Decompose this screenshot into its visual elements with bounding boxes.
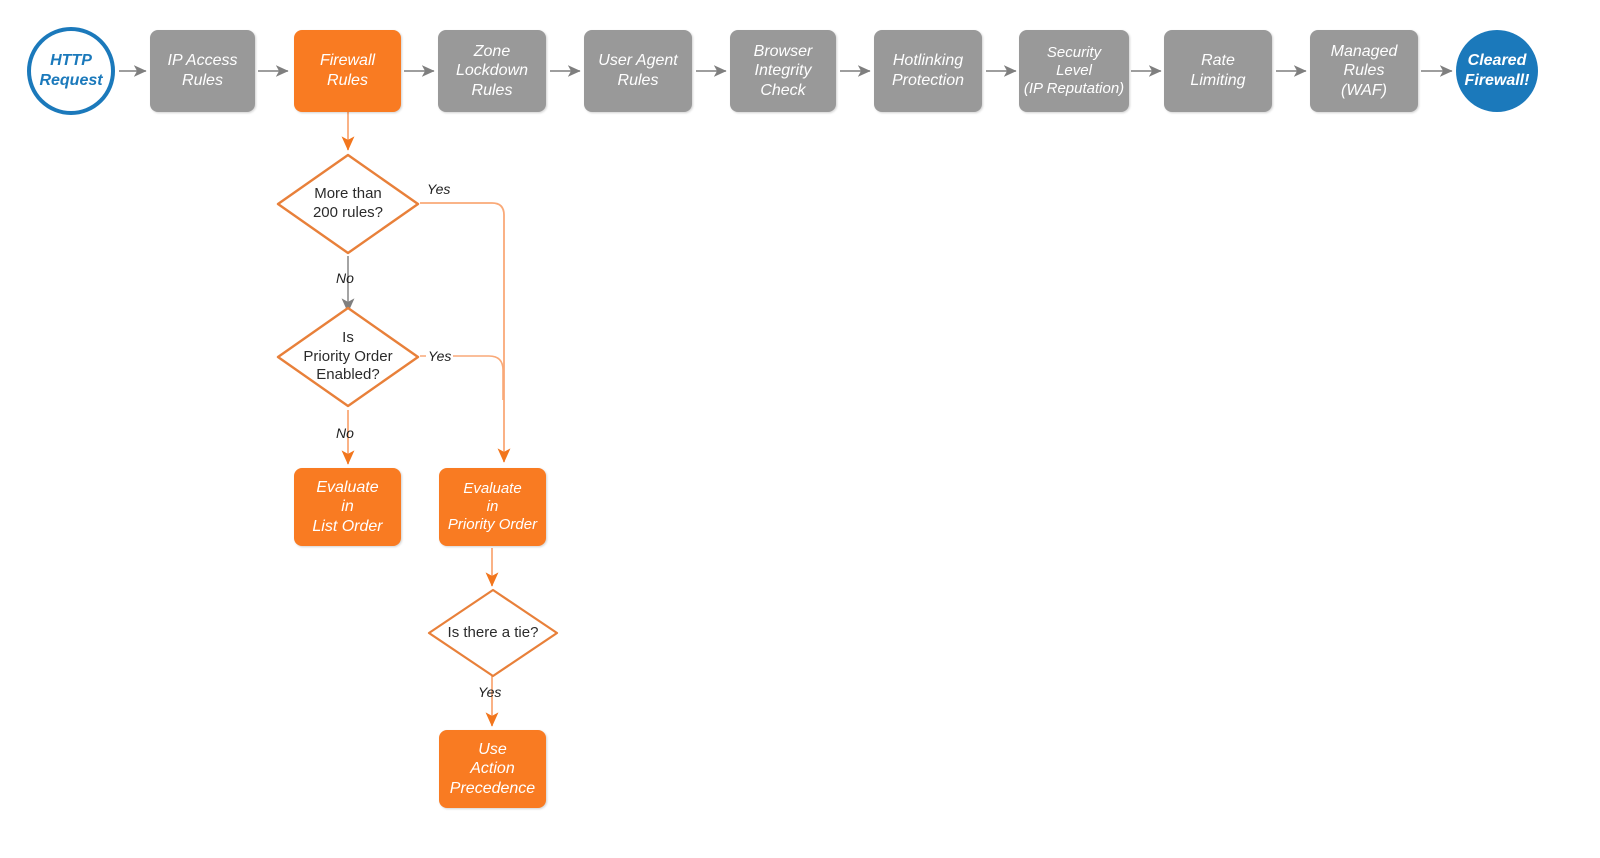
edge-yes-more-than-200 bbox=[420, 202, 511, 463]
node-http-request[interactable]: HTTP Request bbox=[27, 27, 115, 115]
node-label: Evaluate in List Order bbox=[312, 478, 383, 535]
node-use-action-precedence[interactable]: Use Action Precedence bbox=[439, 730, 546, 808]
node-label: Managed Rules (WAF) bbox=[1330, 42, 1398, 99]
node-user-agent-rules[interactable]: User Agent Rules bbox=[584, 30, 692, 112]
decision-more-than-200-rules[interactable]: More than 200 rules? bbox=[276, 153, 420, 255]
edge-label-yes-tie: Yes bbox=[478, 684, 502, 700]
node-label: Security Level (IP Reputation) bbox=[1023, 43, 1125, 98]
node-security-level[interactable]: Security Level (IP Reputation) bbox=[1019, 30, 1129, 112]
node-ip-access-rules[interactable]: IP Access Rules bbox=[150, 30, 255, 112]
node-rate-limiting[interactable]: Rate Limiting bbox=[1164, 30, 1272, 112]
diamond-shape bbox=[276, 306, 420, 408]
node-label: IP Access Rules bbox=[167, 52, 238, 89]
diamond-shape bbox=[276, 153, 420, 255]
node-zone-lockdown-rules[interactable]: Zone Lockdown Rules bbox=[438, 30, 546, 112]
node-browser-integrity-check[interactable]: Browser Integrity Check bbox=[730, 30, 836, 112]
node-evaluate-in-priority-order[interactable]: Evaluate in Priority Order bbox=[439, 468, 546, 546]
node-label: Evaluate in Priority Order bbox=[447, 479, 538, 534]
node-label: Cleared Firewall! bbox=[1464, 52, 1530, 89]
diamond-shape bbox=[427, 588, 559, 678]
edge-label-yes-priority-order: Yes bbox=[426, 348, 454, 364]
decision-is-priority-order-enabled[interactable]: Is Priority Order Enabled? bbox=[276, 306, 420, 408]
node-firewall-rules[interactable]: Firewall Rules bbox=[294, 30, 401, 112]
node-label: Rate Limiting bbox=[1190, 52, 1246, 89]
edge-label-no-more-than-200: No bbox=[336, 270, 354, 286]
node-label: Browser Integrity Check bbox=[753, 42, 813, 99]
node-label: Firewall Rules bbox=[319, 52, 376, 89]
node-label: Hotlinking Protection bbox=[891, 52, 965, 89]
node-label: Use Action Precedence bbox=[449, 740, 536, 797]
edge-label-no-priority-order: No bbox=[336, 425, 354, 441]
node-hotlinking-protection[interactable]: Hotlinking Protection bbox=[874, 30, 982, 112]
node-label: User Agent Rules bbox=[598, 52, 678, 89]
node-managed-rules-waf[interactable]: Managed Rules (WAF) bbox=[1310, 30, 1418, 112]
node-evaluate-in-list-order[interactable]: Evaluate in List Order bbox=[294, 468, 401, 546]
edge-label-yes-more-than-200: Yes bbox=[427, 181, 451, 197]
node-cleared-firewall[interactable]: Cleared Firewall! bbox=[1456, 30, 1538, 112]
node-label: HTTP Request bbox=[39, 52, 103, 89]
node-label: Zone Lockdown Rules bbox=[455, 42, 529, 99]
decision-is-there-a-tie[interactable]: Is there a tie? bbox=[427, 588, 559, 678]
